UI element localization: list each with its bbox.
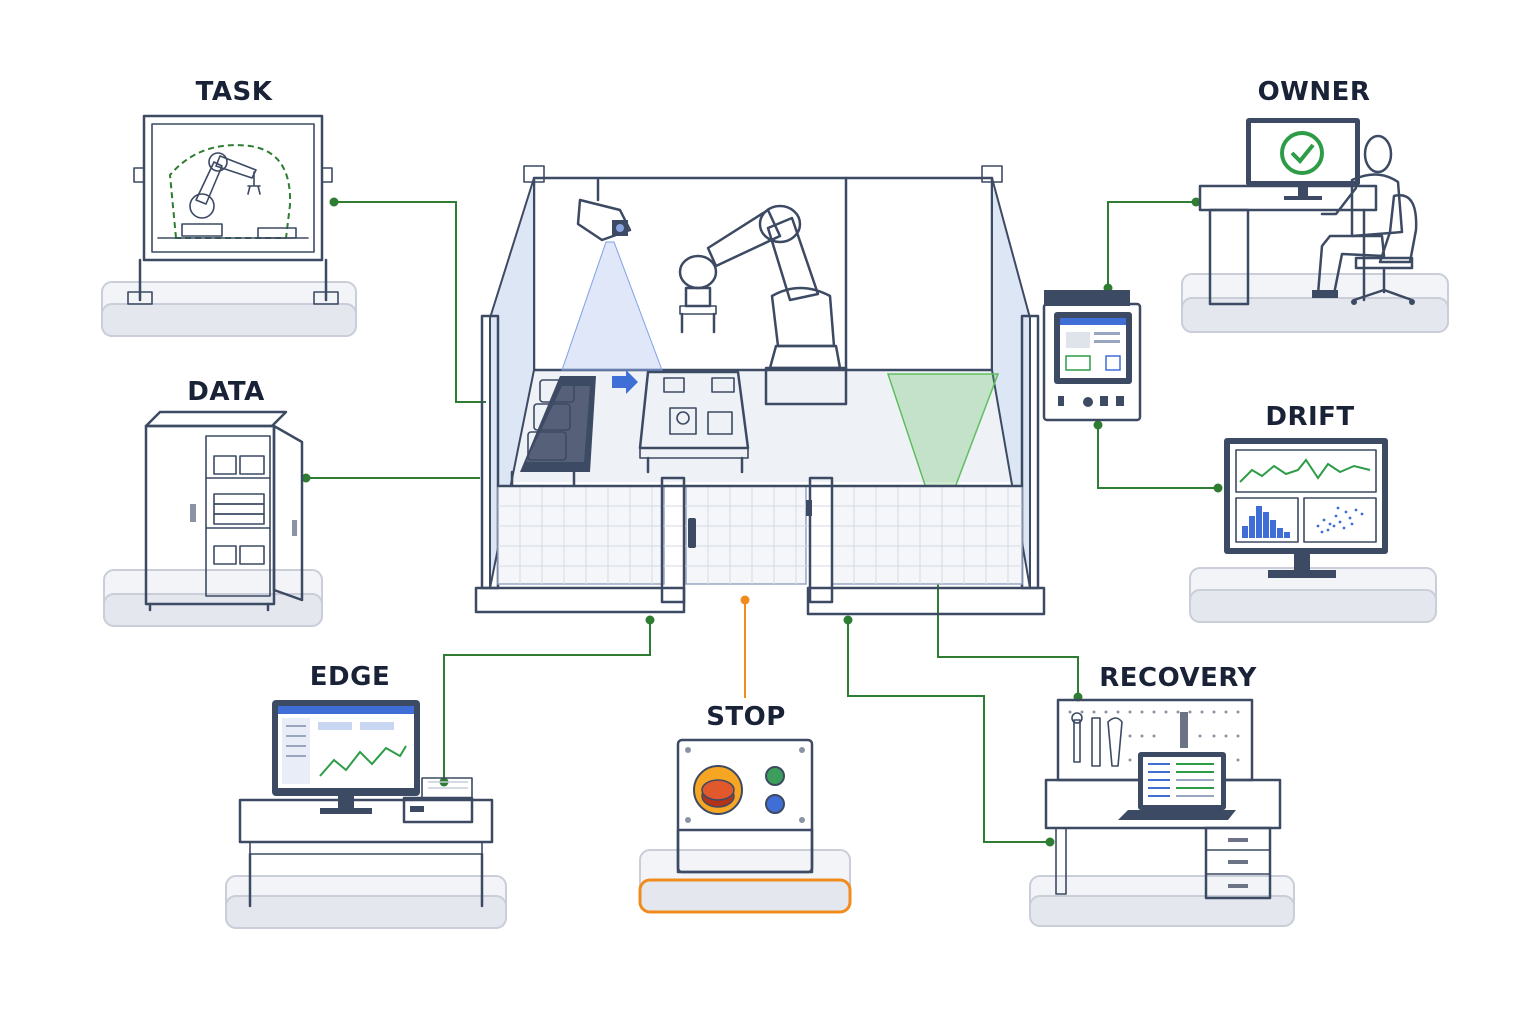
link-recovery-b xyxy=(847,620,1050,843)
task-node: TASK xyxy=(101,77,357,337)
link-edge xyxy=(443,620,651,782)
drift-node: DRIFT xyxy=(1189,402,1437,623)
stop-label: STOP xyxy=(706,702,786,732)
stop-node: STOP xyxy=(638,702,852,914)
robot-arm-icon xyxy=(678,204,848,406)
front-safety-fence xyxy=(496,476,1024,604)
recovery-label: RECOVERY xyxy=(1099,663,1257,693)
emergency-stop-panel-icon xyxy=(638,738,852,914)
owner-label: OWNER xyxy=(1258,77,1371,107)
recovery-node: RECOVERY xyxy=(1029,663,1295,927)
vision-camera-icon xyxy=(561,178,663,371)
operator-checkmark-icon xyxy=(1181,118,1449,333)
repair-workbench-icon xyxy=(1029,698,1295,927)
drift-label: DRIFT xyxy=(1265,402,1354,432)
robot-controller-icon xyxy=(1042,290,1142,422)
owner-node: OWNER xyxy=(1181,77,1449,333)
storage-cabinet-icon xyxy=(103,410,323,627)
connector-lines xyxy=(306,201,1218,843)
robot-workcell xyxy=(474,165,1142,616)
link-task xyxy=(334,201,486,403)
workcell-floor xyxy=(500,370,1024,482)
edge-node: EDGE xyxy=(225,662,507,929)
link-owner xyxy=(1107,201,1196,288)
link-drift xyxy=(1097,425,1218,489)
link-recovery-a xyxy=(937,552,1079,697)
task-label: TASK xyxy=(196,77,273,107)
fixture-table xyxy=(638,370,750,474)
flow-arrow-icon xyxy=(612,370,638,394)
whiteboard-robot-plan-icon xyxy=(101,114,357,337)
edge-computer-icon xyxy=(225,700,507,929)
data-label: DATA xyxy=(187,377,265,407)
data-node: DATA xyxy=(103,377,323,627)
monitoring-charts-icon xyxy=(1189,438,1437,623)
workcell-floor-platform xyxy=(474,586,686,614)
edge-label: EDGE xyxy=(310,662,390,692)
